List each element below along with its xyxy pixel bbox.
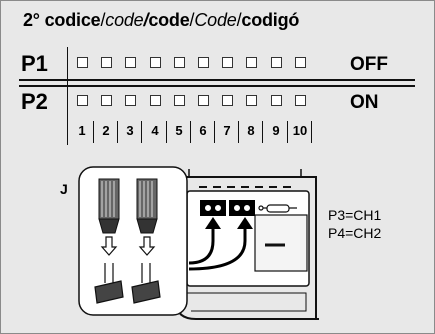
- switch-number: 2: [102, 123, 110, 138]
- switch-box-p2-1: [77, 95, 88, 106]
- title-word: Code: [194, 10, 237, 30]
- switch-number: 9: [272, 123, 280, 138]
- title-prefix: 2°: [23, 10, 40, 30]
- switch-box-p1-2: [101, 57, 112, 68]
- number-divider: [166, 121, 167, 143]
- row-state-off: OFF: [350, 54, 388, 75]
- arrow-head-p4: [237, 217, 253, 229]
- title-word: code: [105, 10, 144, 30]
- switch-number: 10: [292, 123, 308, 138]
- pin-header-right: [131, 263, 161, 304]
- number-divider: [141, 121, 142, 143]
- jumper-cap-right: [136, 178, 158, 234]
- row-divider-bottom: [19, 85, 415, 87]
- title-word: /: [143, 10, 149, 30]
- number-divider: [287, 121, 288, 143]
- title-word: codice: [44, 10, 101, 30]
- title-word: code: [148, 10, 190, 30]
- switch-box-p2-2: [101, 95, 112, 106]
- number-divider: [93, 121, 94, 143]
- switch-number: 4: [151, 123, 159, 138]
- switch-box-p1-3: [125, 57, 136, 68]
- jumper-cap-left: [98, 178, 120, 234]
- channel-p3: P3=CH1: [328, 207, 382, 223]
- number-divider: [311, 121, 312, 143]
- receiver-board: [175, 169, 319, 320]
- board-resistor: [258, 204, 297, 213]
- jumper-label: J: [60, 181, 68, 197]
- title-word: /: [100, 10, 106, 30]
- board-jumper-p4: [229, 200, 255, 216]
- title-word: /: [236, 10, 242, 30]
- row-label-p1: P1: [21, 51, 48, 76]
- number-divider: [190, 121, 191, 143]
- switch-box-p2-4: [150, 95, 161, 106]
- switch-box-p1-4: [150, 57, 161, 68]
- down-arrow-left: [100, 236, 118, 256]
- title-word: /: [189, 10, 195, 30]
- number-divider: [117, 121, 118, 143]
- pin-header-left: [94, 263, 124, 304]
- switch-box-p1-8: [246, 57, 257, 68]
- down-arrow-right: [138, 236, 156, 256]
- number-divider: [214, 121, 215, 143]
- label-column-divider: [67, 47, 68, 145]
- arrow-head-p3: [205, 217, 221, 229]
- channel-p4: P4=CH2: [328, 225, 382, 241]
- code-title: 2° codice/code/code/Code/codigó: [23, 10, 299, 31]
- row-divider-top: [19, 79, 415, 81]
- switch-number: 1: [78, 123, 86, 138]
- row-state-on: ON: [350, 92, 379, 113]
- switch-box-p1-10: [295, 57, 306, 68]
- switch-box-p2-6: [198, 95, 209, 106]
- switch-box-p2-3: [125, 95, 136, 106]
- switch-box-p2-8: [246, 95, 257, 106]
- title-words: codice/code/code/Code/codigó: [45, 10, 300, 30]
- switch-box-p2-10: [295, 95, 306, 106]
- switch-number: 5: [175, 123, 183, 138]
- number-divider: [238, 121, 239, 143]
- switch-number: 7: [223, 123, 231, 138]
- board-jumper-p3: [200, 200, 226, 216]
- switch-box-p1-5: [174, 57, 185, 68]
- switch-box-p1-1: [77, 57, 88, 68]
- switch-number: 6: [199, 123, 207, 138]
- switch-box-p2-7: [222, 95, 233, 106]
- title-word: codigó: [241, 10, 300, 30]
- switch-box-p2-9: [271, 95, 282, 106]
- switch-box-p1-9: [271, 57, 282, 68]
- switch-box-p1-7: [222, 57, 233, 68]
- board-arrows: [188, 227, 247, 271]
- row-label-p2: P2: [21, 89, 48, 114]
- switch-number: 8: [247, 123, 255, 138]
- switch-box-p2-5: [174, 95, 185, 106]
- number-divider: [262, 121, 263, 143]
- switch-box-p1-6: [198, 57, 209, 68]
- switch-number: 3: [126, 123, 134, 138]
